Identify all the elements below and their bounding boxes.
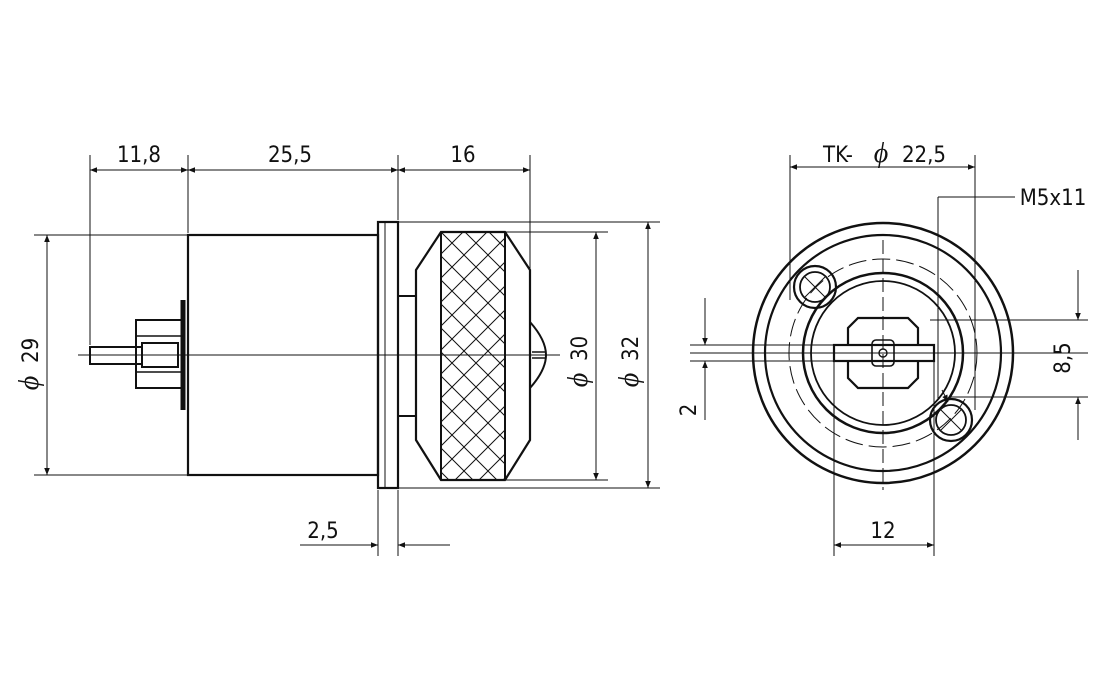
- tk-value: 22,5: [902, 143, 946, 168]
- dia-32-dimension: [398, 221, 660, 489]
- height-dimension: [930, 270, 1088, 440]
- width-dimension: [833, 361, 935, 556]
- width-value: 12: [870, 519, 895, 544]
- knurl-pattern: [441, 232, 505, 480]
- dia-symbol: ϕ: [614, 373, 645, 388]
- side-view: [34, 155, 660, 556]
- thread-leader: [937, 196, 1015, 403]
- pin-collar: [141, 342, 179, 368]
- label-dia-29: ϕ 29: [14, 338, 45, 390]
- bolt-hole-lower-right: [928, 397, 974, 443]
- flange-outline: [751, 221, 1015, 485]
- contact-lower: [846, 361, 920, 390]
- body-outline: [763, 233, 1003, 473]
- socket-outer: [801, 271, 965, 435]
- tk-prefix: TK-: [822, 143, 853, 168]
- dim-body-length: 25,5: [268, 143, 312, 168]
- pin-housing: [135, 319, 184, 389]
- tk-dia-symbol: ϕ: [874, 138, 889, 169]
- dia-flange-value: 32: [619, 336, 644, 361]
- contact-upper: [846, 316, 920, 345]
- label-dia-32: ϕ 32: [614, 336, 645, 387]
- dia-body-value: 29: [19, 338, 44, 363]
- dia-30-dimension: [441, 231, 608, 481]
- dim-flange-thickness: 2,5: [307, 519, 338, 544]
- dia-symbol: ϕ: [563, 373, 594, 388]
- bolt-circle: [788, 258, 978, 448]
- label-dia-30: ϕ 30: [563, 336, 594, 387]
- dia-knob-value: 30: [568, 336, 593, 361]
- bolt-hole-upper-left: [792, 264, 838, 310]
- front-view: [690, 155, 1088, 556]
- contact-slot: [832, 343, 936, 363]
- dia-29-dimension: [34, 234, 188, 476]
- dim-knob-length: 16: [450, 143, 475, 168]
- neck: [397, 295, 417, 417]
- knob-dome: [529, 321, 548, 389]
- label-height: 8,5: [1051, 342, 1076, 373]
- dia-symbol: ϕ: [14, 376, 45, 391]
- socket-inner: [810, 280, 956, 426]
- label-slot: 2: [677, 404, 702, 417]
- thread-label: M5x11: [1020, 186, 1087, 211]
- flange-thickness-dimension: [300, 490, 450, 556]
- dim-pin-length: 11,8: [117, 143, 161, 168]
- slot-dimension: [690, 298, 834, 420]
- height-value: 8,5: [1051, 342, 1076, 373]
- slot-value: 2: [677, 404, 702, 417]
